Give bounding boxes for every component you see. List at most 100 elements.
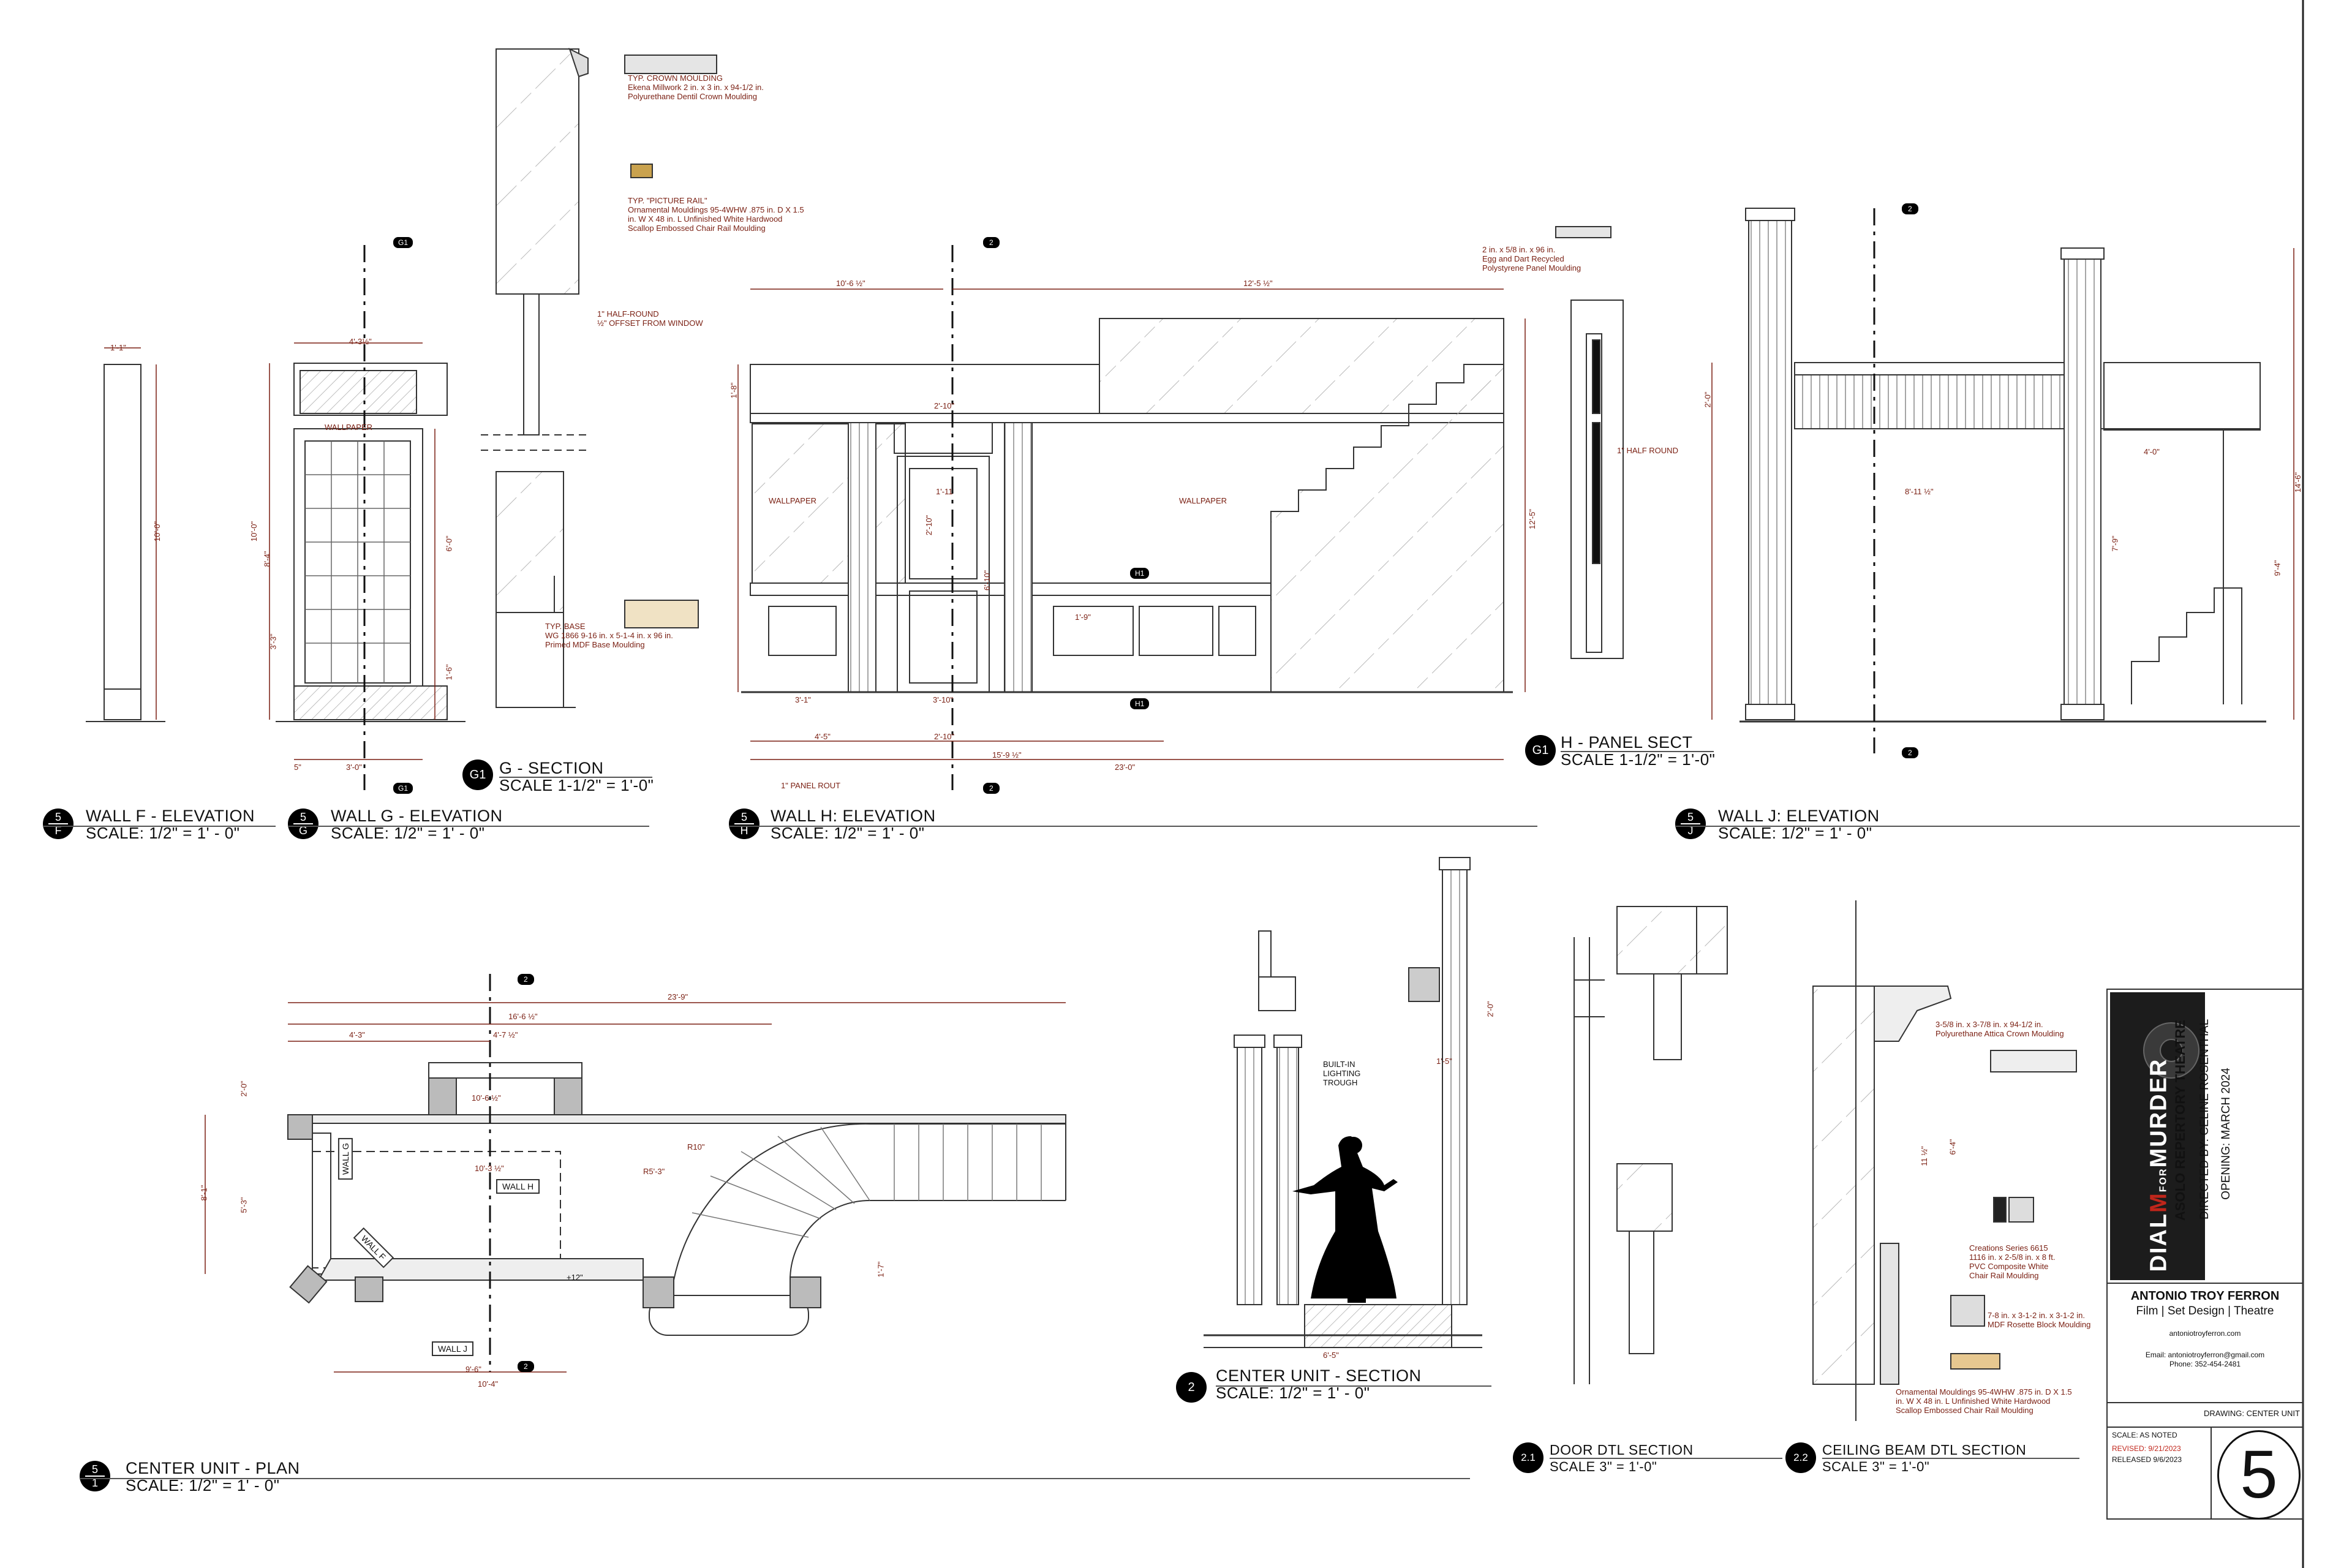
crown-moulding-note: TYP. CROWN MOULDING Ekena Millwork 2 in.… xyxy=(628,74,764,101)
base-moulding-note: TYP. BASE WG 1866 9-16 in. x 5-1-4 in. x… xyxy=(545,622,673,649)
egg-dart-note: 2 in. x 5/8 in. x 96 in. Egg and Dart Re… xyxy=(1482,245,1581,273)
dim: 1'-11 xyxy=(936,487,953,496)
revised-date: REVISED: 9/21/2023 xyxy=(2112,1444,2181,1453)
view-scale: SCALE: 1/2" = 1' - 0" xyxy=(86,824,240,842)
view-scale: SCALE: 1/2" = 1' - 0" xyxy=(771,824,925,842)
section-marker-h1: H1 xyxy=(1130,568,1150,579)
title-block-frame xyxy=(2106,989,2304,1520)
half-round-note: 1" HALF-ROUND ½" OFFSET FROM WINDOW xyxy=(597,309,703,328)
title-rule xyxy=(1561,751,1714,752)
dim: 2'-10" xyxy=(934,732,955,741)
dim: 6'-5" xyxy=(1323,1351,1339,1360)
dim: 2'-0" xyxy=(1485,1001,1495,1017)
dim: 1'-8" xyxy=(729,382,739,399)
section-marker-2: 2 xyxy=(983,237,1000,248)
wall-g-elevation xyxy=(269,245,466,790)
view-scale: SCALE 1-1/2" = 1'-0" xyxy=(1561,750,1716,769)
plan-label-wall-h: WALL H xyxy=(496,1179,540,1194)
creations-chair-rail-note: Creations Series 6615 1116 in. x 2-5/8 i… xyxy=(1969,1243,2056,1280)
view-title: DOOR DTL SECTION xyxy=(1550,1442,1694,1458)
sheet-number: 5 xyxy=(2217,1430,2301,1520)
dim: 8'-4" xyxy=(262,551,272,567)
dim: 16'-6 ½" xyxy=(508,1012,538,1021)
attica-crown-note: 3-5/8 in. x 3-7/8 in. x 94-1/2 in. Polyu… xyxy=(1936,1020,2064,1038)
show-name: ASOLO REPERTORY THEATRE xyxy=(2173,1019,2188,1221)
dim: +12" xyxy=(567,1273,583,1282)
dim: 6'-4" xyxy=(1948,1139,1958,1155)
dim: 1'-9" xyxy=(1075,612,1091,622)
view-scale: SCALE 3" = 1'-0" xyxy=(1822,1459,1930,1474)
h-panel-section xyxy=(1555,226,1624,659)
dim: 9'-6" xyxy=(466,1365,481,1374)
dim: 1'-7" xyxy=(876,1261,886,1278)
door-dtl-section xyxy=(1574,906,1728,1384)
section-marker-g1: G1 xyxy=(393,237,413,248)
dim: 4'-3½" xyxy=(349,337,372,346)
section-marker-2: 2 xyxy=(518,1361,534,1372)
phone: Phone: 352-454-2481 xyxy=(2169,1360,2241,1368)
view-scale: SCALE 1-1/2" = 1'-0" xyxy=(499,776,654,794)
dim: 5'-3" xyxy=(239,1197,249,1213)
dim: 12'-5" xyxy=(1528,508,1537,530)
title-rule xyxy=(43,826,276,827)
view-scale: SCALE: 1/2" = 1' - 0" xyxy=(331,824,485,842)
dim: 4'-7 ½" xyxy=(493,1030,518,1039)
view-title: CEILING BEAM DTL SECTION xyxy=(1822,1442,2027,1458)
dim: 14'-6" xyxy=(2293,472,2303,493)
view-badge: 2.1 xyxy=(1513,1442,1544,1473)
title-rule xyxy=(80,1478,1470,1479)
website: antoniotroyferron.com xyxy=(2169,1329,2241,1338)
title-rule xyxy=(499,777,652,778)
dim: 11 ½" xyxy=(1919,1146,1929,1166)
dim: 1'-1" xyxy=(110,343,126,352)
dim: 23'-0" xyxy=(1115,763,1136,772)
plan-label-wall-j: WALL J xyxy=(432,1341,473,1356)
wallpaper-label-h1: WALLPAPER xyxy=(769,496,817,505)
dim: 8'-1" xyxy=(199,1185,209,1201)
dim: 3'-1" xyxy=(795,695,811,704)
view-title: CENTER UNIT - PLAN xyxy=(126,1459,300,1477)
dim: 6'-10" xyxy=(982,570,992,591)
dim: 10'-3 ½" xyxy=(475,1164,504,1173)
dim: 12'-5 ½" xyxy=(1243,279,1273,288)
title-rule xyxy=(288,826,649,827)
dim: 10'-6 ½" xyxy=(472,1093,501,1102)
view-title: WALL G - ELEVATION xyxy=(331,807,503,825)
dim: 4'-0" xyxy=(2144,447,2160,456)
view-title: H - PANEL SECT xyxy=(1561,733,1693,752)
view-title: WALL F - ELEVATION xyxy=(86,807,255,825)
wall-h-elevation xyxy=(737,245,1526,790)
section-marker-2: 2 xyxy=(1902,203,1918,214)
view-badge: 2.2 xyxy=(1785,1442,1816,1473)
wallpaper-label-h2: WALLPAPER xyxy=(1179,496,1227,505)
dim: 10'-4" xyxy=(478,1379,499,1389)
view-badge: G1 xyxy=(1525,735,1556,766)
view-scale: SCALE: 1/2" = 1' - 0" xyxy=(1216,1384,1370,1402)
section-marker-2: 2 xyxy=(1902,747,1918,758)
dim: 3'-10" xyxy=(933,695,954,704)
released-date: RELEASED 9/6/2023 xyxy=(2112,1455,2182,1464)
ceiling-beam-dtl-section xyxy=(1812,900,2077,1421)
section-marker-g1: G1 xyxy=(393,783,413,794)
lighting-trough-note: BUILT-IN LIGHTING TROUGH xyxy=(1323,1060,1361,1087)
section-marker-2: 2 xyxy=(983,783,1000,794)
dim: 4'-5" xyxy=(815,732,831,741)
dim: 8'-11 ½" xyxy=(1905,487,1934,496)
dim: 2'-10" xyxy=(934,401,955,410)
dim: 10'-0" xyxy=(249,521,259,542)
dim: 7'-9" xyxy=(2110,535,2120,552)
view-title: G - SECTION xyxy=(499,759,604,777)
dim: R10" xyxy=(687,1142,705,1152)
ornamental-moulding-note: Ornamental Mouldings 95-4WHW .875 in. D … xyxy=(1896,1387,2072,1415)
dim: 10'-6 ½" xyxy=(836,279,865,288)
view-badge: 2 xyxy=(1176,1372,1207,1403)
view-scale: SCALE: 1/2" = 1' - 0" xyxy=(1718,824,1872,842)
view-scale: SCALE: 1/2" = 1' - 0" xyxy=(126,1476,280,1494)
rosette-block-note: 7-8 in. x 3-1-2 in. x 3-1-2 in. MDF Rose… xyxy=(1988,1311,2091,1329)
center-unit-section xyxy=(1204,857,1482,1348)
panel-rout-note: 1" PANEL ROUT xyxy=(781,781,841,790)
wall-f-elevation xyxy=(86,347,165,722)
title-rule xyxy=(1675,826,2300,827)
